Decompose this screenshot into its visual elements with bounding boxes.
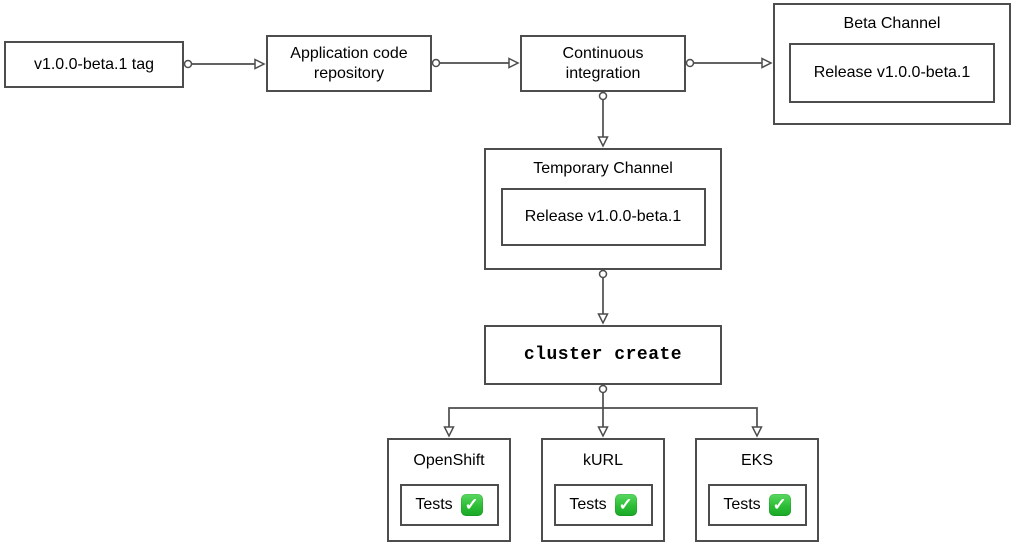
node-cluster-create-label: cluster create (523, 344, 683, 365)
node-version-tag: v1.0.0-beta.1 tag (4, 41, 184, 88)
check-icon-glyph: ✓ (464, 494, 479, 514)
node-eks: EKS Tests ✓ (695, 438, 819, 542)
node-openshift: OpenShift Tests ✓ (387, 438, 511, 542)
node-kurl-tests-label: Tests (569, 496, 607, 513)
node-temporary-channel-release-label: Release v1.0.0-beta.1 (524, 208, 682, 225)
connector-tag-to-app-repo (183, 58, 266, 70)
node-continuous-integration-label: Continuous integration (562, 44, 644, 82)
connector-ci-to-beta-channel (685, 57, 773, 69)
node-app-code-repository-label: Application code repository (290, 44, 408, 82)
node-beta-channel-title: Beta Channel (843, 15, 941, 32)
node-eks-title: EKS (740, 452, 773, 469)
node-temporary-channel: Temporary Channel Release v1.0.0-beta.1 (484, 148, 722, 270)
node-continuous-integration: Continuous integration (520, 35, 686, 92)
node-cluster-create: cluster create (484, 325, 722, 385)
connector-app-repo-to-ci (431, 57, 520, 69)
check-icon: ✓ (460, 494, 483, 516)
connector-temporary-channel-to-cluster-create (597, 269, 609, 325)
node-openshift-tests: Tests ✓ (399, 484, 499, 526)
connector-cluster-create-fanout (443, 384, 763, 438)
node-kurl-title: kURL (582, 452, 623, 469)
node-openshift-tests-label: Tests (415, 496, 453, 513)
check-icon: ✓ (768, 494, 791, 516)
node-beta-channel: Beta Channel Release v1.0.0-beta.1 (773, 3, 1011, 125)
node-app-code-repository: Application code repository (266, 35, 432, 92)
check-icon: ✓ (614, 494, 637, 516)
check-icon-glyph: ✓ (618, 494, 633, 514)
node-temporary-channel-release: Release v1.0.0-beta.1 (500, 188, 706, 246)
node-beta-channel-release-label: Release v1.0.0-beta.1 (813, 64, 971, 81)
node-eks-tests: Tests ✓ (707, 484, 807, 526)
connector-ci-to-temporary-channel (597, 91, 609, 148)
node-version-tag-label: v1.0.0-beta.1 tag (33, 55, 155, 73)
check-icon-glyph: ✓ (772, 494, 787, 514)
node-beta-channel-release: Release v1.0.0-beta.1 (789, 43, 995, 103)
node-kurl: kURL Tests ✓ (541, 438, 665, 542)
node-kurl-tests: Tests ✓ (553, 484, 653, 526)
node-temporary-channel-title: Temporary Channel (533, 160, 673, 177)
node-eks-tests-label: Tests (723, 496, 761, 513)
node-openshift-title: OpenShift (413, 452, 485, 469)
